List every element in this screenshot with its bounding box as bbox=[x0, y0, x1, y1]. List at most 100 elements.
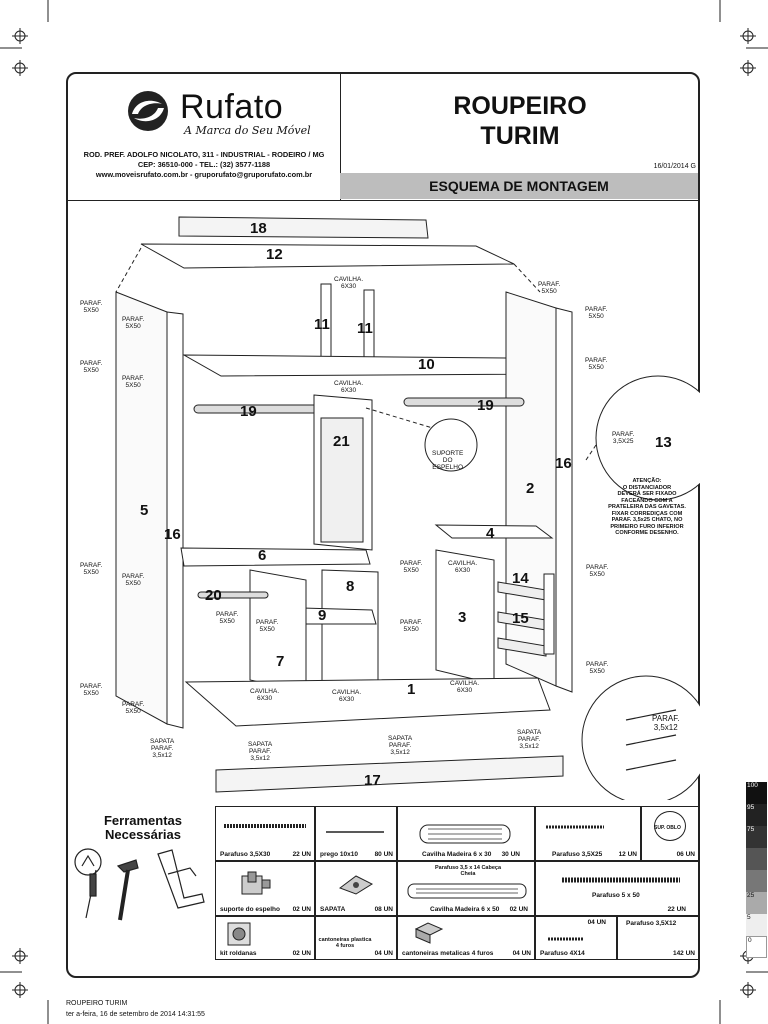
hardware-cell: cantoneiras metalicas 4 furos 04 UN bbox=[397, 916, 535, 960]
screw-label: PARAF. 5X50 bbox=[586, 564, 609, 578]
screw-label: PARAF. 5X50 bbox=[80, 360, 103, 374]
foot-label: SAPATA PARAF. 3,5x12 bbox=[150, 738, 175, 759]
brand-name: Rufato bbox=[180, 88, 284, 126]
part-number: 19 bbox=[477, 397, 494, 414]
part-number: 3 bbox=[458, 609, 467, 626]
dowel-label: CAVILHA. 6X30 bbox=[334, 276, 364, 290]
footer-timestamp: ter a-feira, 16 de setembro de 2014 14:3… bbox=[66, 1011, 205, 1018]
address-line-1: ROD. PREF. ADOLFO NICOLATO, 311 - INDUST… bbox=[83, 150, 325, 159]
scale-step: 0 bbox=[746, 936, 767, 958]
screw-label: PARAF. 5X50 bbox=[585, 306, 608, 320]
hardware-cell: cantoneiras plastica 4 furos 04 UN bbox=[315, 916, 397, 960]
hardware-cell: Cavilha Madeira 6 x 30 30 UN bbox=[397, 806, 535, 861]
screw-label: PARAF. 5X50 bbox=[122, 375, 145, 389]
dowel-icon bbox=[407, 883, 527, 899]
part-number: 16 bbox=[164, 526, 181, 543]
part-number: 14 bbox=[512, 570, 529, 587]
hardware-cell: Parafuso 5 x 50 22 UN bbox=[535, 861, 699, 916]
nail-icon bbox=[326, 831, 384, 833]
scale-step: 25 bbox=[746, 892, 767, 914]
scale-step bbox=[746, 848, 767, 870]
screw-label: PARAF. 5X50 bbox=[586, 661, 609, 675]
screw-icon bbox=[548, 937, 584, 941]
part-number: 8 bbox=[346, 578, 355, 595]
mirror-support-label: SUPORTE DO ESPELHO bbox=[432, 450, 464, 471]
hardware-cell: kit roldanas 02 UN bbox=[215, 916, 315, 960]
hardware-cell: suporte do espelho 02 UN bbox=[215, 861, 315, 916]
rufato-logo-icon bbox=[128, 91, 168, 131]
hardware-table: Parafuso 3,5X30 22 UN prego 10x10 80 UN … bbox=[215, 806, 699, 960]
header-brand-panel bbox=[66, 72, 341, 200]
scale-step: 95 bbox=[746, 804, 767, 826]
scale-step: 5 bbox=[746, 914, 767, 936]
screw-label: PARAF. 5X50 bbox=[122, 316, 145, 330]
screw-icon bbox=[562, 877, 680, 883]
hardware-cell: Parafuso 3,5 x 14 Cabeça Cheia Cavilha M… bbox=[397, 861, 535, 916]
dowel-label: CAVILHA. 6X30 bbox=[250, 688, 280, 702]
part-number: 11 bbox=[357, 320, 373, 337]
metal-bracket-icon bbox=[414, 922, 444, 944]
subtitle-bar bbox=[340, 173, 698, 199]
hook-icon bbox=[654, 811, 686, 841]
dowel-label: CAVILHA. 6X30 bbox=[450, 680, 480, 694]
part-number: 21 bbox=[333, 433, 350, 450]
subtitle: ESQUEMA DE MONTAGEM bbox=[429, 178, 609, 194]
screw-label: PARAF. 5X50 bbox=[80, 683, 103, 697]
foot-label: SAPATA PARAF. 3,5x12 bbox=[517, 729, 542, 750]
roller-kit-icon bbox=[227, 922, 251, 946]
scale-step bbox=[746, 870, 767, 892]
screw-icon bbox=[224, 824, 306, 828]
screw-label: PARAF. 5X50 bbox=[122, 701, 145, 715]
part-number: 16 bbox=[555, 455, 572, 472]
address-line-2: CEP: 36510-000 - TEL.: (32) 3577-1188 bbox=[137, 160, 271, 169]
part-number: 17 bbox=[364, 772, 381, 789]
header-divider bbox=[66, 200, 700, 201]
footer-title: ROUPEIRO TURIM bbox=[66, 1000, 128, 1007]
screw-label: PARAF. 5X50 bbox=[80, 300, 103, 314]
hardware-cell: SUP. OBLO 06 UN bbox=[641, 806, 699, 861]
part-number: 1 bbox=[407, 681, 416, 698]
part-number: 11 bbox=[314, 316, 330, 333]
part-number: 4 bbox=[486, 525, 495, 542]
address-line-3: www.moveisrufato.com.br - gruporufato@gr… bbox=[95, 170, 313, 179]
hardware-cell: SAPATA 08 UN bbox=[315, 861, 397, 916]
foot-pad-icon bbox=[338, 875, 374, 895]
attention-note: ATENÇÃO: O DISTANCIADOR DEVERÁ SER FIXAD… bbox=[608, 478, 686, 536]
scale-step: 100 bbox=[746, 782, 767, 804]
tools-title-line-2: Necessárias bbox=[105, 827, 181, 842]
color-calibration-scale: 100 95 75 25 5 0 bbox=[746, 782, 768, 958]
mirror-support-icon bbox=[241, 871, 271, 895]
part-number: 10 bbox=[418, 356, 435, 373]
foot-label: SAPATA PARAF. 3,5x12 bbox=[248, 741, 273, 762]
screw-label: PARAF. 5X50 bbox=[122, 573, 145, 587]
screw-icon bbox=[546, 825, 604, 829]
product-title-line-1: ROUPEIRO bbox=[453, 92, 587, 120]
part-number: 13 bbox=[655, 434, 672, 451]
scale-step: 75 bbox=[746, 826, 767, 848]
part-number: 7 bbox=[276, 653, 285, 670]
dowel-label: CAVILHA. 6X30 bbox=[332, 689, 362, 703]
hardware-cell: 04 UN Parafuso 4X14 bbox=[535, 916, 617, 960]
hardware-cell: Parafuso 3,5X25 12 UN bbox=[535, 806, 641, 861]
screw-label: PARAF. 5X50 bbox=[256, 619, 279, 633]
instruction-sheet bbox=[66, 72, 700, 978]
part-number: 18 bbox=[250, 220, 267, 237]
revision-date: 16/01/2014 G bbox=[653, 163, 696, 170]
screw-label: PARAF. 5X50 bbox=[80, 562, 103, 576]
screw-label: PARAF. 3,5X25 bbox=[612, 431, 635, 445]
part-number: 5 bbox=[140, 502, 149, 519]
screw-label: PARAF. 5X50 bbox=[400, 619, 423, 633]
tools-title-line-1: Ferramentas bbox=[103, 813, 183, 828]
screw-label: PARAF. 3,5x12 bbox=[652, 714, 680, 732]
product-title-line-2: TURIM bbox=[480, 122, 560, 150]
part-number: 20 bbox=[205, 587, 222, 604]
part-number: 15 bbox=[512, 610, 529, 627]
dowel-label: CAVILHA. 6X30 bbox=[448, 560, 478, 574]
part-number: 12 bbox=[266, 246, 283, 263]
screw-label: PARAF. 5X50 bbox=[400, 560, 423, 574]
part-number: 9 bbox=[318, 607, 327, 624]
brand-tagline: A Marca do Seu Móvel bbox=[184, 124, 311, 137]
hardware-cell: Parafuso 3,5X12 142 UN bbox=[617, 916, 699, 960]
dowel-label: CAVILHA. 6X30 bbox=[334, 380, 364, 394]
tools-title: Ferramentas Necessárias bbox=[96, 814, 190, 842]
